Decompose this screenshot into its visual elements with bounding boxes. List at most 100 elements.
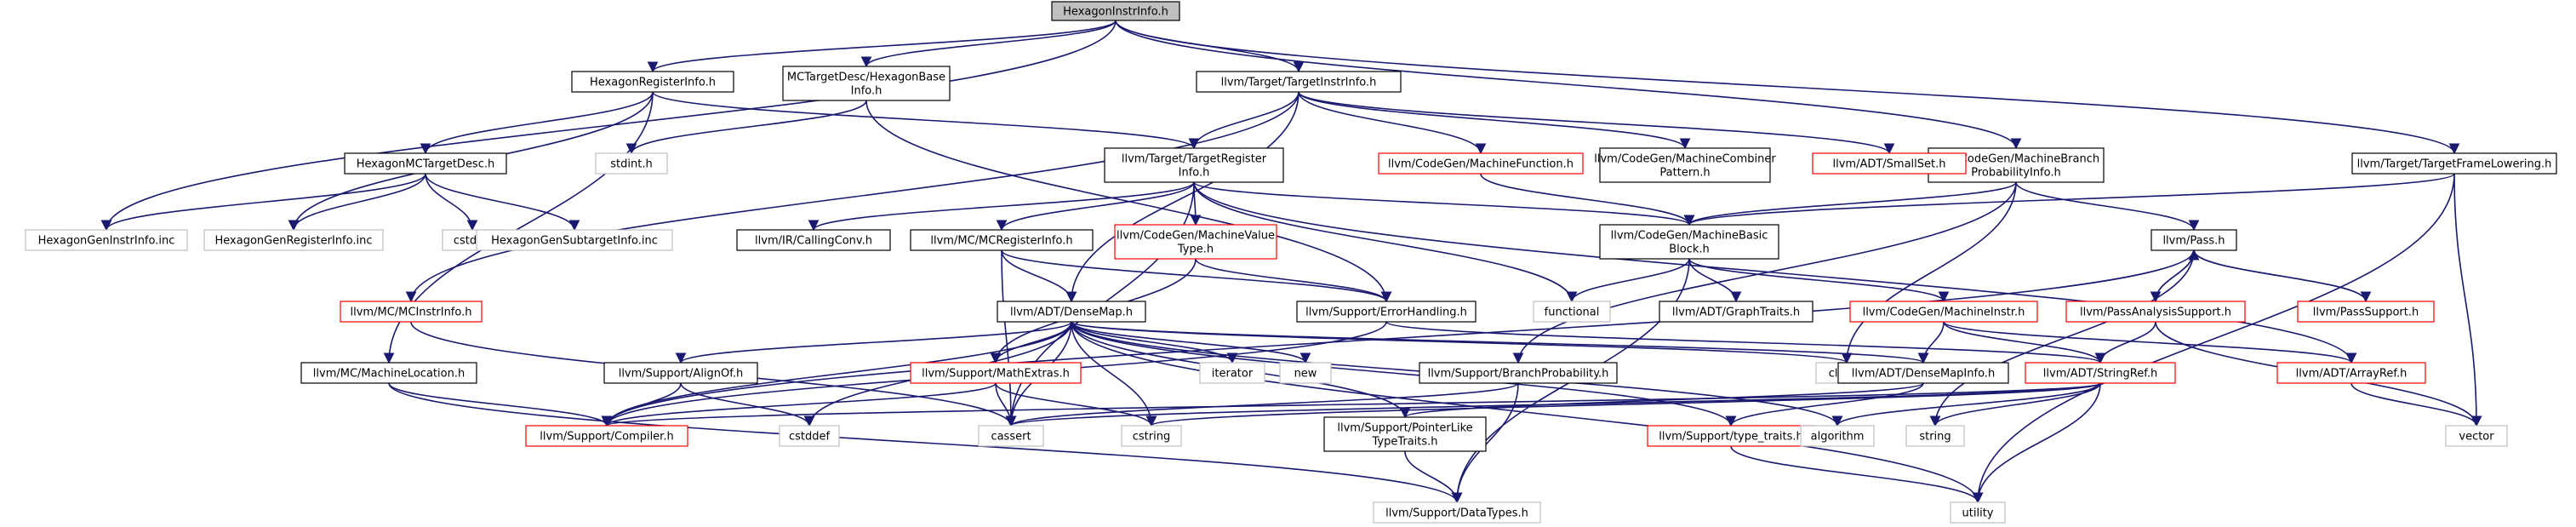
node-box (1373, 501, 1541, 524)
node-alignof[interactable]: llvm/Support/AlignOf.h (603, 362, 758, 384)
node-tii[interactable]: llvm/Target/TargetInstrInfo.h (1196, 71, 1402, 93)
edge-mvt-to-errh (1195, 258, 1392, 303)
node-compiler[interactable]: llvm/Support/Compiler.h (525, 425, 688, 447)
node-utility: utility (1950, 501, 2006, 524)
node-box (1659, 301, 1813, 323)
node-errh[interactable]: llvm/Support/ErrorHandling.h (1296, 301, 1476, 323)
node-label: HexagonInstrInfo.h (1063, 6, 1168, 19)
node-box (2150, 229, 2237, 251)
node-box (1849, 301, 2038, 323)
node-bp[interactable]: llvm/Support/BranchProbability.h (1419, 362, 1618, 384)
node-label: HexagonGenInstrInfo.inc (38, 235, 175, 248)
edge-mbpi-to-climits (1841, 181, 2017, 364)
node-graphtraits[interactable]: llvm/ADT/GraphTraits.h (1659, 301, 1813, 323)
node-stringref[interactable]: llvm/ADT/StringRef.h (2025, 362, 2176, 384)
node-mfun[interactable]: llvm/CodeGen/MachineFunction.h (1378, 152, 1584, 175)
node-hri[interactable]: HexagonRegisterInfo.h (571, 71, 734, 93)
node-label: llvm/MC/MCInstrInfo.h (351, 306, 472, 319)
node-label: llvm/Support/Compiler.h (540, 431, 673, 444)
node-label: llvm/Support/PointerLike (1337, 422, 1472, 435)
node-callconv[interactable]: llvm/IR/CallingConv.h (736, 229, 891, 251)
node-mathextras[interactable]: llvm/Support/MathExtras.h (910, 362, 1082, 384)
node-box (1812, 152, 1967, 175)
node-box (1051, 1, 1180, 21)
node-label: llvm/ADT/StringRef.h (2043, 368, 2157, 381)
node-iterator: iterator (1199, 362, 1265, 384)
edge-mcri-to-cassert (1001, 249, 1017, 427)
edge-hmctd-to-hgsi (425, 173, 580, 232)
edge-tfl-to-utility (1972, 173, 2455, 504)
node-typetraits[interactable]: llvm/Support/type_traits.h (1647, 425, 1815, 447)
edge-root-to-hri (647, 20, 1117, 73)
node-box (1121, 425, 1182, 447)
node-box (1104, 147, 1284, 183)
node-label: cstddef (789, 431, 831, 444)
node-label: Type.h (1177, 243, 1214, 256)
node-tfl[interactable]: llvm/Target/TargetFrameLowering.h (2351, 152, 2557, 175)
node-box (1114, 224, 1277, 260)
node-box (1950, 501, 2006, 524)
node-minstr[interactable]: llvm/CodeGen/MachineInstr.h (1849, 301, 2038, 323)
node-label: llvm/MC/MachineLocation.h (313, 368, 465, 381)
node-label: llvm/Support/type_traits.h (1659, 431, 1803, 444)
node-box (300, 362, 477, 384)
node-pass[interactable]: llvm/Pass.h (2150, 229, 2237, 251)
node-box (736, 229, 891, 251)
node-box (571, 71, 734, 93)
edge-densemap-to-alignof (675, 321, 1072, 364)
node-stdinth: stdint.h (595, 152, 668, 175)
node-ps[interactable]: llvm/PassSupport.h (2297, 301, 2435, 323)
node-mcii[interactable]: llvm/MC/MCInstrInfo.h (340, 301, 483, 323)
node-hmctd[interactable]: HexagonMCTargetDesc.h (344, 152, 507, 175)
edge-mbb-to-minstr (1688, 258, 1950, 303)
node-box (525, 425, 688, 447)
node-label: llvm/Support/AlignOf.h (619, 368, 744, 381)
node-box (1199, 362, 1265, 384)
node-label: HexagonRegisterInfo.h (590, 77, 716, 89)
node-root: HexagonInstrInfo.h (1051, 1, 1180, 21)
node-densemap[interactable]: llvm/ADT/DenseMap.h (997, 301, 1146, 323)
edge-mathextras-to-cstring (995, 382, 1157, 427)
edge-densemap-to-dmi (1071, 321, 1928, 364)
node-label: HexagonGenRegisterInfo.inc (215, 235, 373, 248)
edge-mbpi-to-bp (1512, 181, 2017, 364)
node-mcri[interactable]: llvm/MC/MCRegisterInfo.h (910, 229, 1094, 251)
node-label: TypeTraits.h (1371, 436, 1437, 449)
node-box (1599, 147, 1771, 183)
edge-minstr-to-arrayref (1943, 321, 2357, 364)
edge-hri-to-tri (652, 91, 1200, 150)
node-label: utility (1962, 507, 1994, 520)
node-label: algorithm (1811, 431, 1865, 444)
node-box (2065, 301, 2246, 323)
node-label: llvm/Target/TargetRegister (1122, 153, 1267, 166)
edge-ps-to-pass (2188, 249, 2367, 302)
node-new: new (1279, 362, 1332, 384)
node-arrayref[interactable]: llvm/ADT/ArrayRef.h (2276, 362, 2426, 384)
node-box (1296, 301, 1476, 323)
node-label: functional (1545, 306, 1600, 319)
node-box (782, 66, 951, 101)
node-pas[interactable]: llvm/PassAnalysisSupport.h (2065, 301, 2246, 323)
node-cassert: cassert (978, 425, 1044, 447)
edge-mathextras-to-compiler (601, 382, 997, 427)
node-mcml[interactable]: llvm/MC/MachineLocation.h (300, 362, 477, 384)
edge-mchbi-to-stdinth (625, 100, 867, 155)
node-dmi[interactable]: llvm/ADT/DenseMapInfo.h (1837, 362, 2009, 384)
node-box (910, 362, 1082, 384)
node-box (1905, 425, 1965, 447)
edge-mbb-to-functional (1566, 258, 1690, 303)
node-box (2297, 301, 2435, 323)
node-hgri: HexagonGenRegisterInfo.inc (203, 229, 384, 251)
node-label: llvm/CodeGen/MachineInstr.h (1863, 306, 2025, 319)
node-hgsi: HexagonGenSubtargetInfo.inc (476, 229, 673, 251)
node-label: HexagonGenSubtargetInfo.inc (491, 235, 658, 248)
node-smallset[interactable]: llvm/ADT/SmallSet.h (1812, 152, 1967, 175)
node-label: llvm/Support/BranchProbability.h (1428, 368, 1609, 381)
edge-tii-to-mcii (405, 91, 1299, 303)
